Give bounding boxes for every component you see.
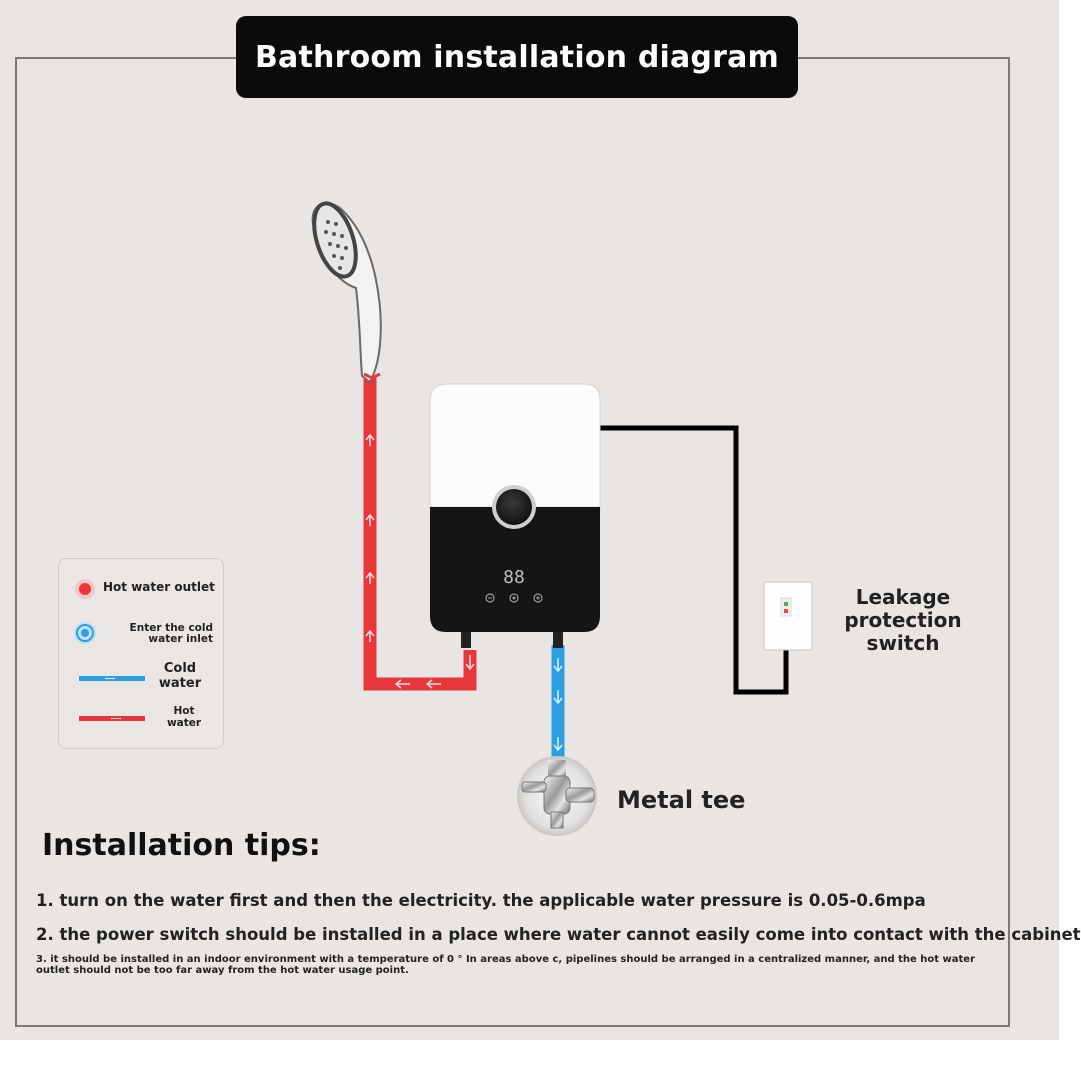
legend-cold-water: Cold water xyxy=(158,661,202,691)
legend-cold-inlet: Enter the cold water inlet xyxy=(129,622,213,645)
cold-water-pipe xyxy=(551,645,565,758)
diagram-title: Bathroom installation diagram xyxy=(254,39,780,75)
hot-water-pipe xyxy=(363,378,477,691)
tip-item-2: 2. the power switch should be installed … xyxy=(36,925,1081,944)
leakage-switch-icon xyxy=(763,581,813,651)
tip-item-1: 1. turn on the water first and then the … xyxy=(36,891,926,910)
title-banner: Bathroom installation diagram xyxy=(236,16,798,98)
tips-heading: Installation tips: xyxy=(42,828,321,863)
leakage-switch-label: Leakage protection switch xyxy=(844,585,962,655)
legend-box: Hot water outlet Enter the cold water in… xyxy=(58,558,224,749)
legend-hot-outlet: Hot water outlet xyxy=(103,580,215,594)
diagram-page: Bathroom installation diagram xyxy=(0,0,1081,1040)
heater-display: 88 xyxy=(503,567,525,588)
metal-tee-icon xyxy=(517,756,597,836)
legend-hot-water: Hot water xyxy=(166,705,202,729)
water-heater-unit xyxy=(429,383,601,648)
tip-item-3: 3. it should be installed in an indoor e… xyxy=(36,954,975,976)
metal-tee-label: Metal tee xyxy=(617,786,746,814)
legend-symbols xyxy=(74,579,145,721)
installation-illustration: 88 xyxy=(311,201,813,836)
shower-head-icon xyxy=(311,201,382,384)
power-cable xyxy=(600,425,789,695)
